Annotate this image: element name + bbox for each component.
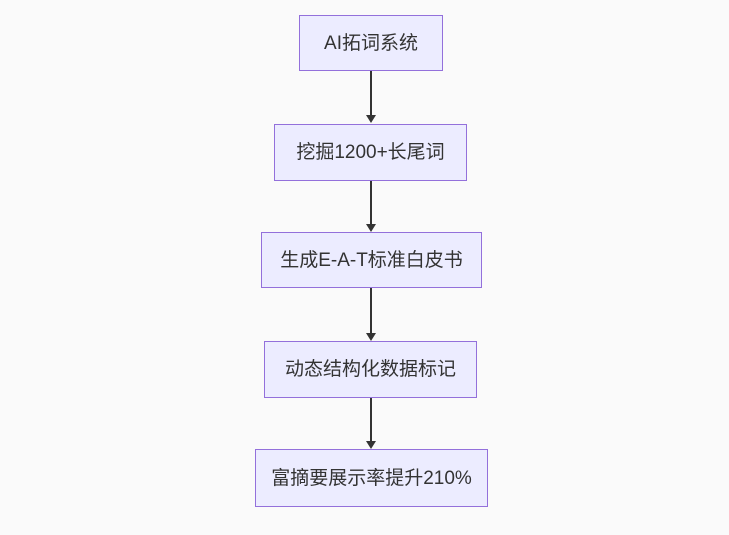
edge-line-3 [370, 288, 372, 333]
flow-node-label: AI拓词系统 [324, 32, 418, 54]
flow-node-structured-data: 动态结构化数据标记 [264, 341, 477, 398]
edge-arrowhead-icon [366, 441, 376, 449]
edge-line-2 [370, 181, 372, 224]
flow-node-ai-word-expansion: AI拓词系统 [299, 15, 443, 71]
edge-arrowhead-icon [366, 115, 376, 123]
flow-node-label: 富摘要展示率提升210% [271, 467, 472, 489]
edge-arrowhead-icon [366, 224, 376, 232]
flow-node-longtail-mining: 挖掘1200+长尾词 [274, 124, 467, 181]
edge-line-4 [370, 398, 372, 441]
edge-arrowhead-icon [366, 333, 376, 341]
edge-line-1 [370, 71, 372, 115]
flow-node-label: 动态结构化数据标记 [284, 359, 456, 380]
flow-node-label: 挖掘1200+长尾词 [296, 142, 445, 163]
flow-node-rich-snippet-result: 富摘要展示率提升210% [255, 449, 488, 507]
flow-node-eat-whitepaper: 生成E-A-T标准白皮书 [261, 232, 482, 288]
flow-node-label: 生成E-A-T标准白皮书 [280, 249, 463, 271]
